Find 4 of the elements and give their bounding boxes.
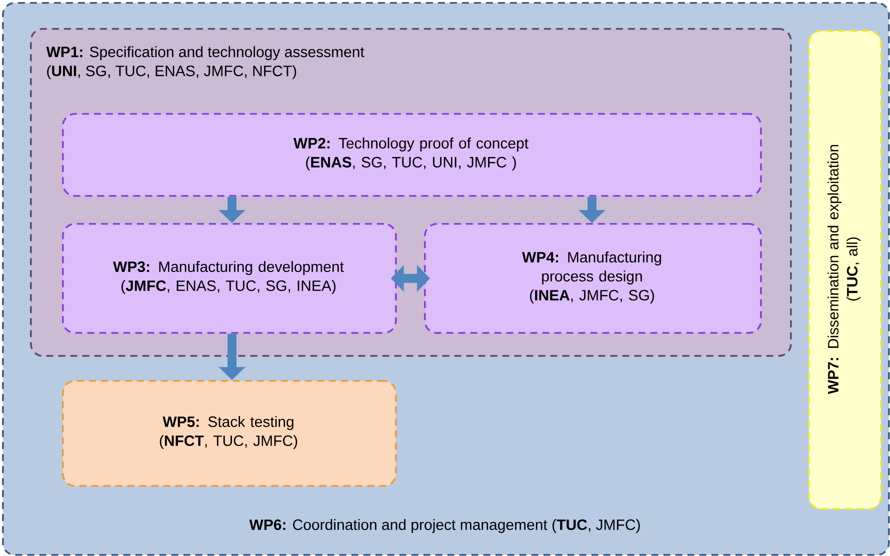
work-package-box: WP3: Manufacturing development (JMFC, ENAS, TUC, SG, INEA) — [62, 223, 397, 334]
work-package-box: WP2: Technology proof of concept (ENAS, SG, TUC, UNI, JMFC ) — [62, 113, 762, 197]
work-package-box: WP4: Manufacturing process design (INEA, JMFC, SG) — [424, 223, 762, 334]
work-package-box: WP5: Stack testing (NFCT, TUC, JMFC) — [62, 380, 397, 487]
